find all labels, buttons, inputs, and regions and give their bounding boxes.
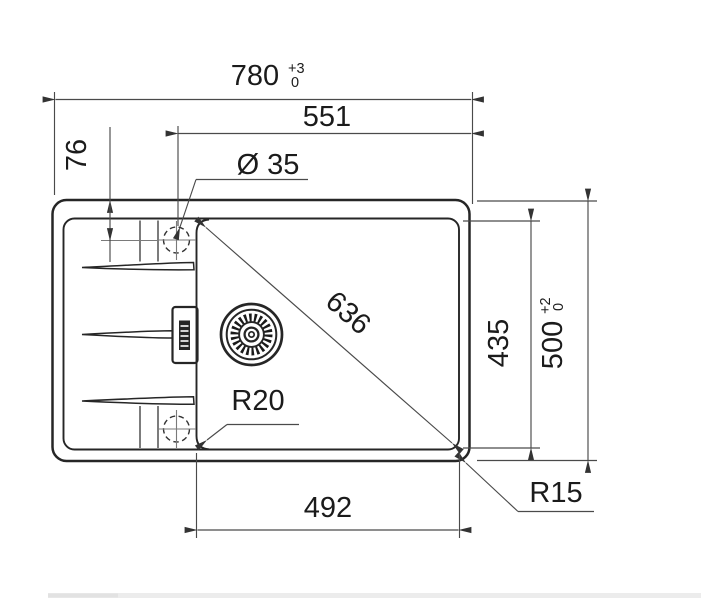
dim-rim-to-tap-center: 76 bbox=[61, 127, 114, 262]
drainboard-groove-bottom bbox=[81, 396, 195, 405]
page-footer-bar-accent bbox=[48, 593, 118, 598]
strainer-inner-ring bbox=[243, 326, 260, 343]
drain-strainer bbox=[219, 302, 284, 367]
dim-500-text-group: 500 +2 0 bbox=[537, 297, 569, 369]
dim-500-tol-bottom: 0 bbox=[551, 303, 567, 311]
dim-bowl-corner-radius: R20 bbox=[194, 385, 299, 451]
overflow-outlet bbox=[171, 305, 199, 365]
dim-636-label: 636 bbox=[319, 285, 376, 341]
dim-overall-width-tol-top: +3 bbox=[288, 61, 305, 77]
drainboard bbox=[81, 220, 195, 448]
sink-outer-outline bbox=[51, 198, 471, 463]
sink-plan-view bbox=[51, 198, 471, 463]
dim-435-label: 435 bbox=[483, 319, 515, 367]
dim-tap-center-to-right: 551 bbox=[165, 101, 484, 226]
dim-500-tol-top: +2 bbox=[538, 297, 554, 314]
dim-d35-label: Ø 35 bbox=[237, 149, 300, 181]
dim-r20-label: R20 bbox=[231, 385, 284, 417]
dim-76-label: 76 bbox=[61, 139, 93, 171]
drainboard-groove-middle bbox=[81, 330, 174, 339]
strainer-ring-3 bbox=[238, 321, 265, 348]
dim-overall-width: 780 +3 0 bbox=[42, 60, 484, 204]
drainboard-groove-top bbox=[81, 261, 195, 271]
dim-bowl-depth: 435 bbox=[463, 208, 540, 461]
dim-outer-corner-radius: R15 bbox=[454, 451, 594, 513]
dim-500-label: 500 bbox=[537, 321, 569, 369]
dim-r15-label: R15 bbox=[529, 477, 582, 509]
dim-line bbox=[194, 216, 464, 454]
strainer-center-hole bbox=[247, 330, 256, 339]
dim-overall-depth: 500 +2 0 bbox=[477, 188, 597, 473]
dim-tap-hole-diameter: Ø 35 bbox=[172, 149, 308, 241]
strainer-outer-ring bbox=[219, 302, 284, 367]
tap-hole-bottom bbox=[157, 410, 196, 448]
dim-overall-width-tol-bottom: 0 bbox=[291, 75, 299, 91]
tap-hole-top bbox=[157, 221, 196, 260]
leader-line bbox=[194, 424, 228, 451]
dimensions: 780 +3 0 551 76 Ø 35 636 bbox=[42, 60, 597, 538]
leader-line bbox=[454, 451, 519, 512]
overflow-grill-slots bbox=[180, 325, 189, 347]
dim-bowl-width-bottom: 492 bbox=[184, 453, 472, 538]
dim-551-label: 551 bbox=[303, 101, 351, 133]
page-footer-bar bbox=[48, 593, 701, 598]
dim-overall-width-label: 780 bbox=[231, 60, 279, 92]
dim-492-label: 492 bbox=[304, 492, 352, 524]
leader-line bbox=[172, 179, 197, 241]
